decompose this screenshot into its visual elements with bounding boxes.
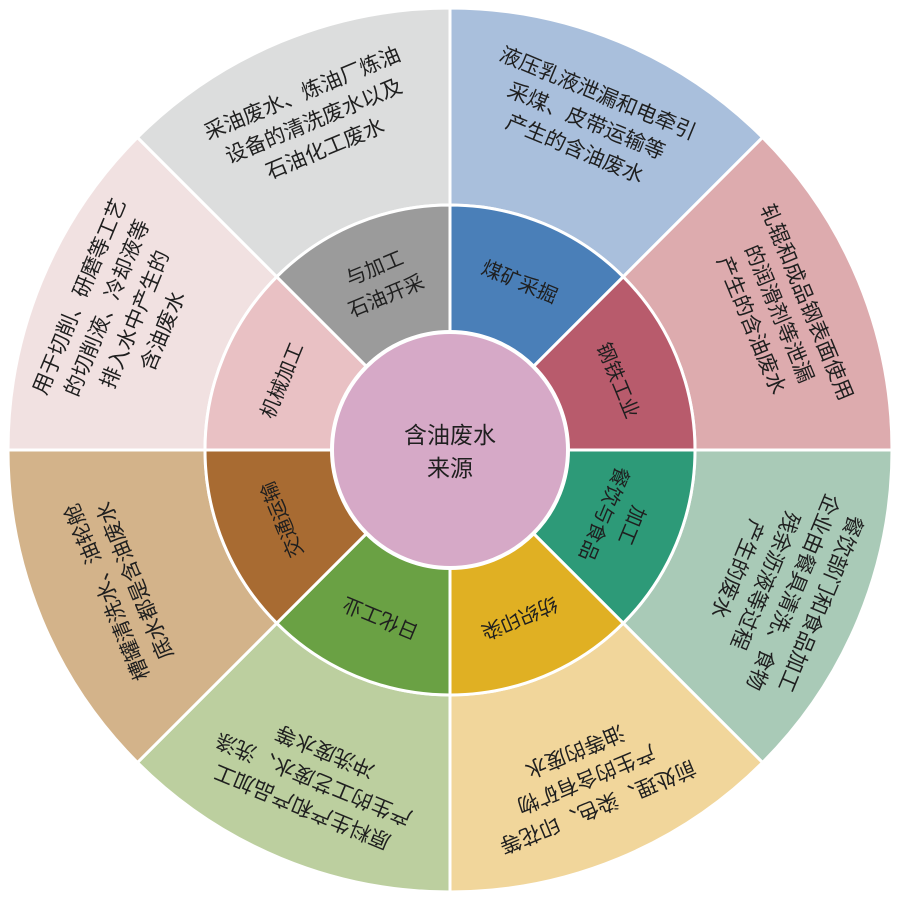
center-hub: 含油废水 来源 — [330, 330, 570, 570]
outer-ring — [6, 6, 894, 894]
center-label-line-2: 来源 — [427, 456, 473, 482]
center-label-line-1: 含油废水 — [404, 423, 496, 449]
center-circle — [330, 330, 570, 570]
inner-ring — [203, 203, 697, 697]
